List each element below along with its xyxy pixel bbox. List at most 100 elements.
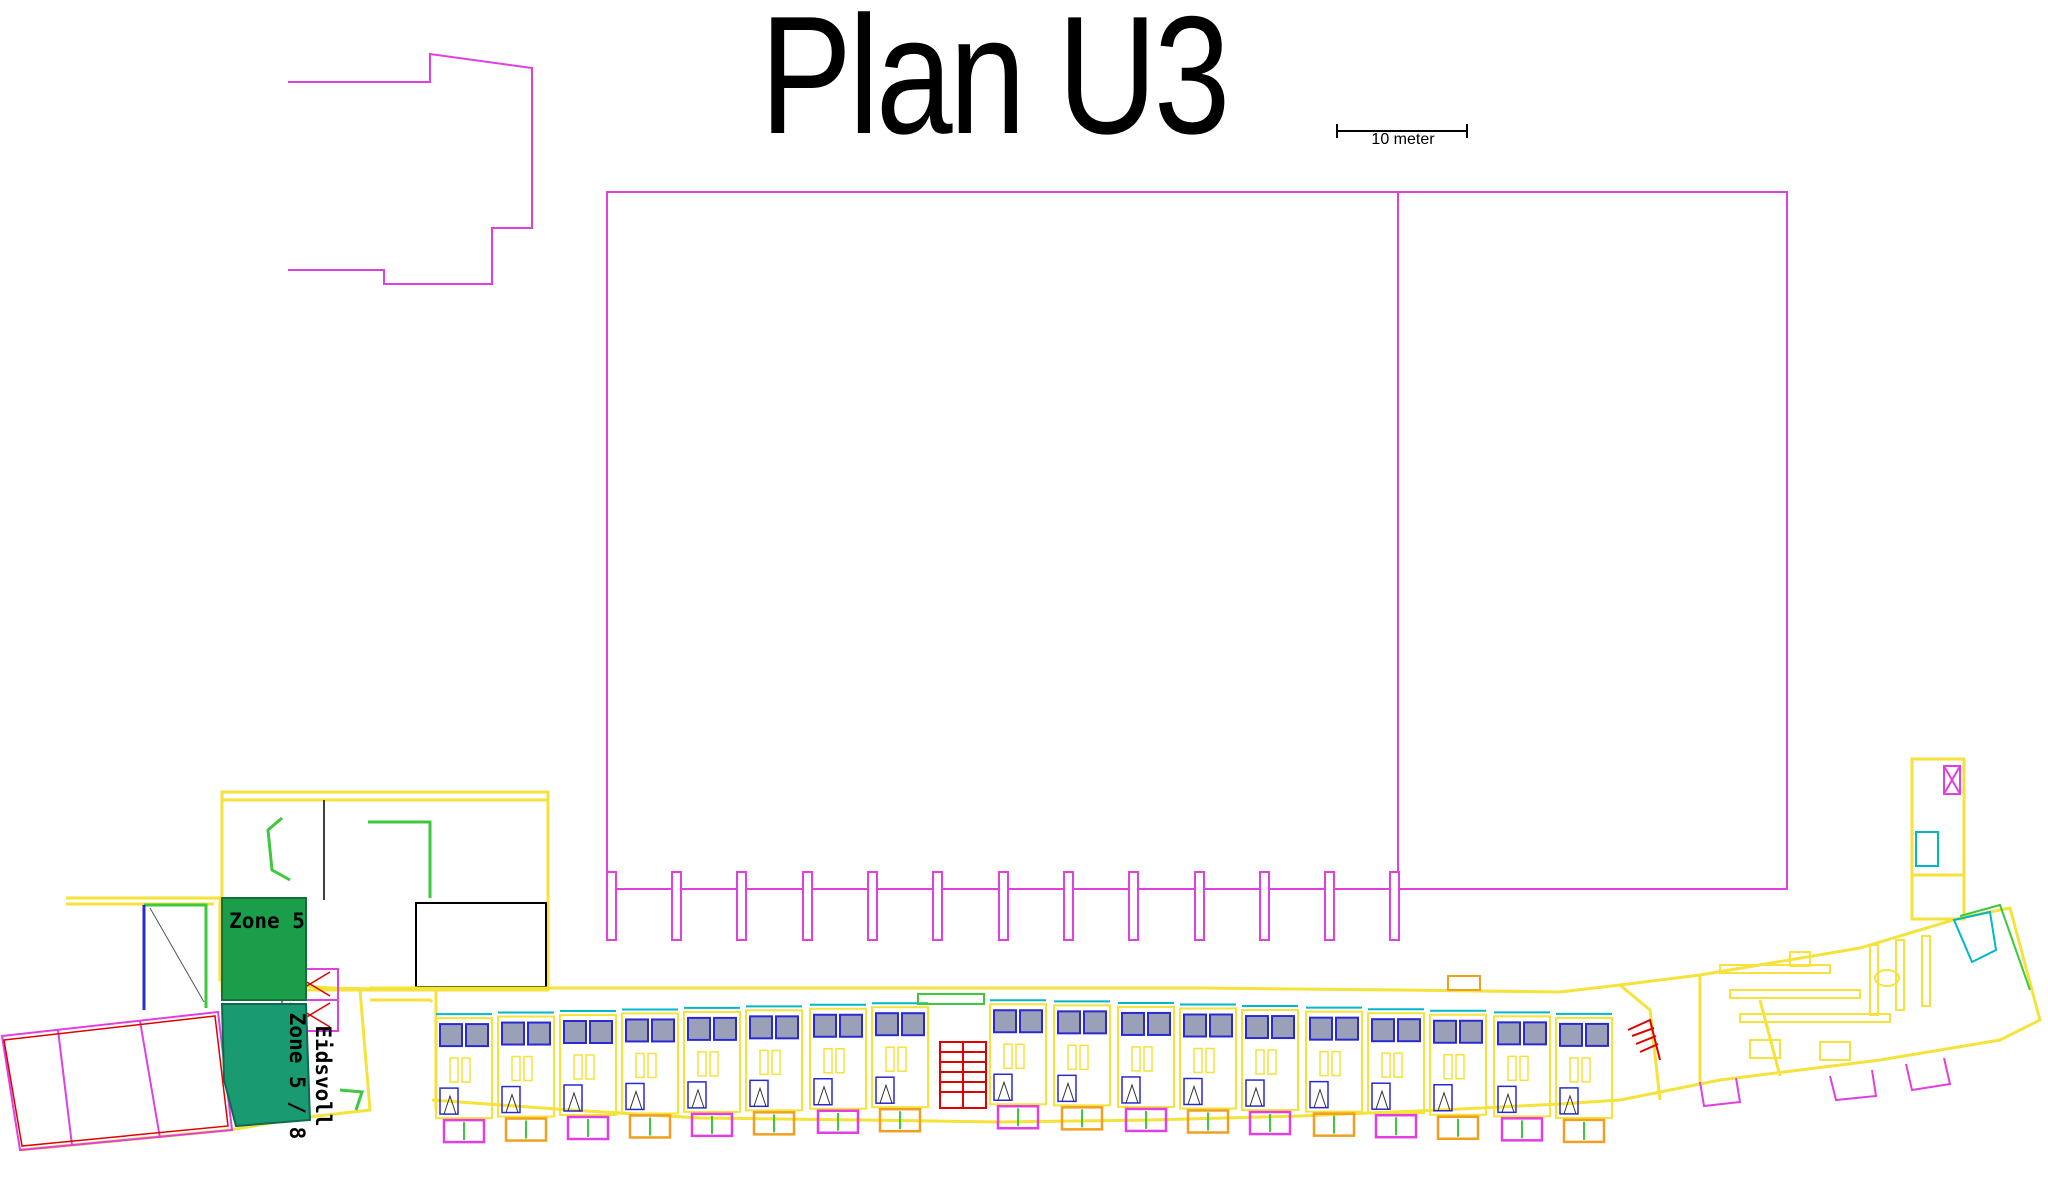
table [1067,1044,1077,1071]
wardrobe [1183,1077,1203,1106]
bathroom-block [1121,1011,1145,1036]
neighbor-building-outline [288,52,533,285]
wardrobe [625,1082,645,1111]
bathroom-block [1335,1016,1359,1041]
left-wing-green-walls [144,816,432,1111]
wardrobe [1497,1085,1517,1114]
door-swing [1187,1084,1201,1105]
table [635,1052,645,1079]
bathroom-block [1245,1015,1269,1040]
bathroom-block [1209,1013,1233,1038]
apartment-unit [989,1003,1047,1106]
bathroom-block [439,1023,463,1048]
table [1255,1049,1265,1075]
apartment-unit [683,1010,741,1113]
balcony [878,1107,922,1133]
table [1519,1055,1529,1082]
table [1581,1057,1591,1083]
bathroom-block [839,1013,863,1038]
wardrobe [1121,1076,1141,1104]
zone-5-label: Zone 5 [229,909,305,933]
table [573,1054,583,1080]
wardrobe [1371,1082,1391,1110]
apartment-unit [745,1009,803,1112]
wardrobe [1245,1079,1265,1107]
zone-5-8-eidsvoll-area [220,1003,312,1128]
balcony [1436,1115,1480,1140]
bathroom-block [625,1018,649,1043]
bathroom-block [749,1015,773,1040]
bathroom-block [875,1012,899,1037]
balcony [1248,1110,1292,1136]
bathroom-block [901,1012,925,1037]
wardrobe [439,1087,459,1115]
table [823,1048,833,1074]
right-wing-walls [1698,757,1966,1082]
door-swing [505,1092,519,1113]
column-row [606,871,1400,941]
bathroom-block [589,1020,613,1044]
apartment-unit [1305,1010,1363,1113]
table [1569,1057,1579,1083]
table [1381,1052,1391,1078]
table [523,1055,533,1082]
apartment-unit [1117,1005,1175,1108]
apartment-unit [621,1012,679,1115]
balcony [752,1111,796,1136]
balcony [1562,1118,1606,1144]
table [1455,1054,1465,1080]
bathroom-block [1523,1021,1547,1046]
zone-5-8-label: Eidsvoll Zone 5 / 8 [285,1012,335,1140]
table [1143,1046,1153,1072]
balcony [690,1112,734,1138]
bathroom-block [1309,1016,1333,1041]
wardrobe [993,1073,1013,1101]
bathroom-block [1019,1009,1043,1034]
bathroom-block [501,1021,525,1046]
balcony [504,1117,548,1142]
staircase [939,1018,1661,1109]
door-swing [443,1094,457,1115]
apartment-unit [497,1015,555,1118]
table [1003,1043,1013,1069]
balcony [628,1114,672,1139]
door-swing [1313,1088,1327,1108]
door-swing [691,1088,705,1109]
door-swing [629,1089,643,1110]
balcony [442,1118,486,1144]
wardrobe [563,1084,583,1112]
bathroom-block [1397,1018,1421,1043]
apartment-unit [809,1007,867,1110]
wardrobe [749,1079,769,1108]
door-swing [753,1086,767,1107]
apartment-unit [1241,1009,1299,1112]
table [885,1046,895,1072]
table [897,1046,907,1072]
apartment-unit [1367,1012,1425,1115]
balcony [1312,1112,1356,1137]
door-swing [1125,1083,1139,1104]
apartment-unit [1429,1013,1487,1116]
balcony [1124,1107,1168,1133]
hall-furniture [1719,935,1931,1061]
bathroom-block [1147,1011,1171,1036]
bathroom-block [1559,1022,1583,1047]
wardrobe [1433,1084,1453,1112]
table [759,1049,769,1076]
table [1131,1046,1141,1072]
balcony [816,1109,860,1134]
zone-5-area [221,897,307,1001]
table [1079,1044,1089,1071]
table [835,1048,845,1074]
courtyard-outline [606,191,1788,890]
apartment-unit [1053,1004,1111,1107]
table [461,1057,471,1083]
balcony [996,1105,1040,1130]
left-wing-rooms [0,968,339,1152]
door-swing [1061,1081,1075,1102]
wardrobe [1309,1080,1329,1109]
table [1507,1055,1517,1082]
table [697,1051,707,1077]
wardrobe [687,1081,707,1109]
